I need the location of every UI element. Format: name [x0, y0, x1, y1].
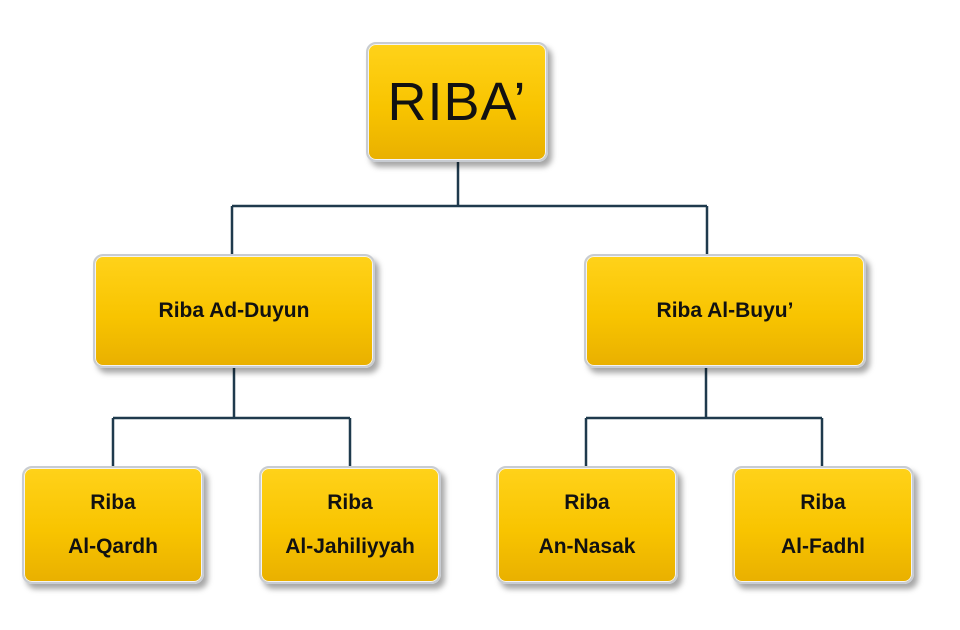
node-riba-al-jahiliyyah: Riba Al-Jahiliyyah — [259, 466, 441, 584]
node-riba-al-qardh: Riba Al-Qardh — [22, 466, 204, 584]
node-riba-al-buyu: Riba Al-Buyu’ — [584, 254, 866, 368]
leaf-label-line2: Al-Jahiliyyah — [285, 535, 415, 558]
node-riba-an-nasak: Riba An-Nasak — [496, 466, 678, 584]
node-riba-al-fadhl: Riba Al-Fadhl — [732, 466, 914, 584]
root-label: RIBA’ — [387, 72, 527, 132]
leaf-label-line1: Riba — [800, 491, 846, 514]
branch-label: Riba Ad-Duyun — [158, 299, 310, 322]
branch-label: Riba Al-Buyu’ — [656, 299, 794, 322]
leaf-label-line2: Al-Qardh — [68, 535, 158, 558]
leaf-label-line1: Riba — [564, 491, 610, 514]
leaf-label-line1: Riba — [90, 491, 136, 514]
node-riba-ad-duyun: Riba Ad-Duyun — [93, 254, 375, 368]
root-node-riba: RIBA’ — [366, 42, 548, 162]
leaf-label-line2: Al-Fadhl — [781, 535, 865, 558]
leaf-label-line1: Riba — [327, 491, 373, 514]
leaf-label-line2: An-Nasak — [538, 535, 636, 558]
